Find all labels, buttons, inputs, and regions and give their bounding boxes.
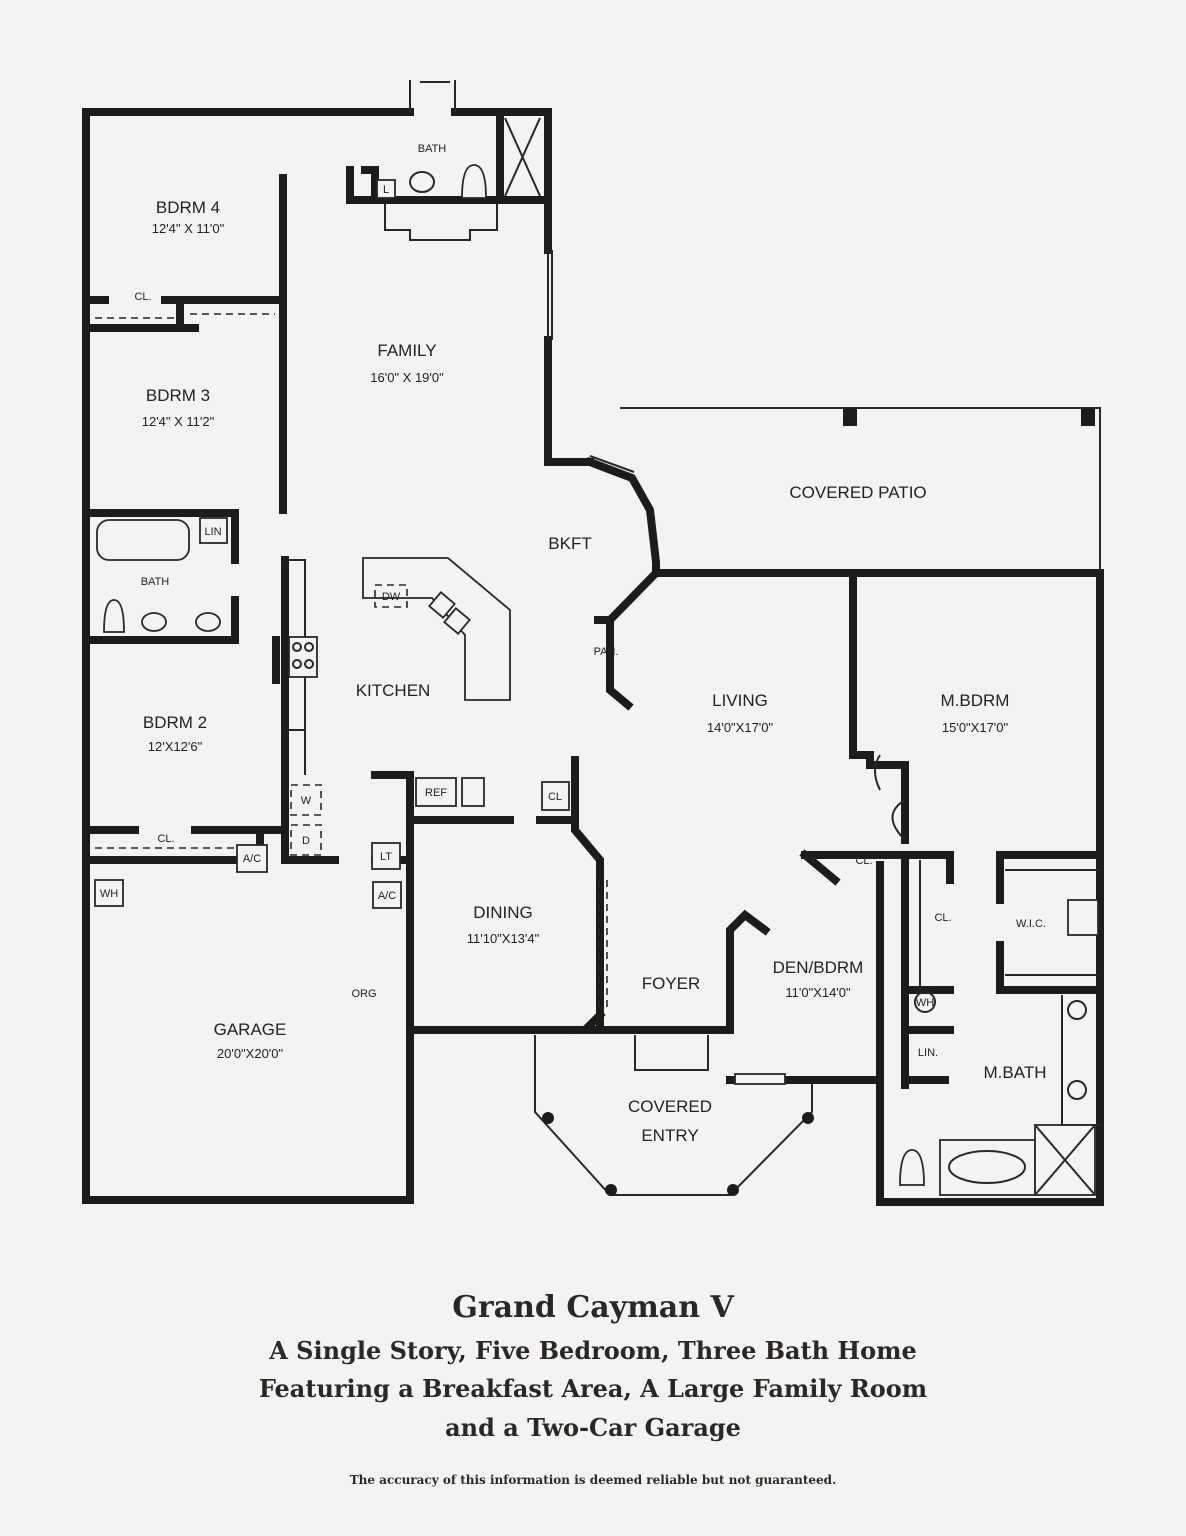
- label-pantry: PAN.: [594, 646, 619, 658]
- label-dryer: D: [302, 835, 310, 847]
- label-org: ORG: [351, 988, 376, 1000]
- label-bath-left: BATH: [141, 576, 170, 588]
- room-bdrm3: BDRM 3: [146, 386, 210, 405]
- label-laundry: L: [383, 184, 389, 196]
- room-bdrm2-size: 12'X12'6": [148, 739, 203, 754]
- room-living-size: 14'0"X17'0": [707, 720, 774, 735]
- label-closet-dining: CL: [548, 791, 562, 803]
- label-dishwasher: DW: [382, 591, 401, 603]
- label-ac-2: A/C: [378, 890, 396, 902]
- room-bdrm3-size: 12'4" X 11'2": [142, 414, 215, 429]
- label-bath-top: BATH: [418, 143, 447, 155]
- walls: [82, 80, 1104, 1206]
- label-water-heater-garage: WH: [100, 888, 118, 900]
- room-den: DEN/BDRM: [773, 958, 864, 977]
- room-covered-patio: COVERED PATIO: [789, 483, 926, 502]
- room-living: LIVING: [712, 691, 768, 710]
- room-den-size: 11'0"X14'0": [785, 985, 851, 1000]
- label-closet-bdrm2: CL.: [157, 833, 174, 845]
- room-dining: DINING: [473, 903, 533, 922]
- label-closet-bdrm4: CL.: [134, 291, 151, 303]
- label-water-heater-mbath: WH: [916, 997, 934, 1009]
- room-labels: BDRM 4 12'4" X 11'0" BDRM 3 12'4" X 11'2…: [142, 198, 1047, 1145]
- label-lin-mbath: LIN.: [918, 1047, 938, 1059]
- room-bdrm2: BDRM 2: [143, 713, 207, 732]
- room-garage: GARAGE: [214, 1020, 287, 1039]
- room-bdrm4-size: 12'4" X 11'0": [152, 221, 225, 236]
- room-mbdrm-size: 15'0"X17'0": [942, 720, 1009, 735]
- fixture-labels: BATH L LIN BATH CL. DW PAN. REF CL W D A…: [100, 143, 1046, 1059]
- room-bdrm4: BDRM 4: [156, 198, 220, 217]
- label-closet-den: CL.: [855, 855, 872, 867]
- label-closet-mbdrm: CL.: [934, 912, 951, 924]
- label-lt: LT: [380, 851, 392, 863]
- room-garage-size: 20'0"X20'0": [217, 1046, 284, 1061]
- plan-subtitle-3: and a Two-Car Garage: [445, 1413, 741, 1442]
- disclaimer: The accuracy of this information is deem…: [349, 1473, 837, 1487]
- room-bkft: BKFT: [548, 534, 591, 553]
- room-family: FAMILY: [377, 341, 436, 360]
- label-wic: W.I.C.: [1016, 918, 1046, 930]
- label-refrigerator: REF: [425, 787, 447, 799]
- plan-title: Grand Cayman V: [452, 1290, 734, 1325]
- room-dining-size: 11'10"X13'4": [467, 931, 540, 946]
- room-kitchen: KITCHEN: [356, 681, 431, 700]
- room-mbath: M.BATH: [984, 1063, 1047, 1082]
- room-mbdrm: M.BDRM: [941, 691, 1010, 710]
- label-ac-1: A/C: [243, 853, 261, 865]
- label-lin: LIN: [204, 526, 221, 538]
- plan-subtitle-1: A Single Story, Five Bedroom, Three Bath…: [269, 1336, 917, 1365]
- plan-subtitle-2: Featuring a Breakfast Area, A Large Fami…: [258, 1374, 928, 1403]
- room-family-size: 16'0" X 19'0": [370, 370, 444, 385]
- room-covered-entry-2: ENTRY: [641, 1126, 698, 1145]
- room-covered-entry: COVERED: [628, 1097, 712, 1116]
- label-washer: W: [301, 795, 312, 807]
- room-foyer: FOYER: [642, 974, 701, 993]
